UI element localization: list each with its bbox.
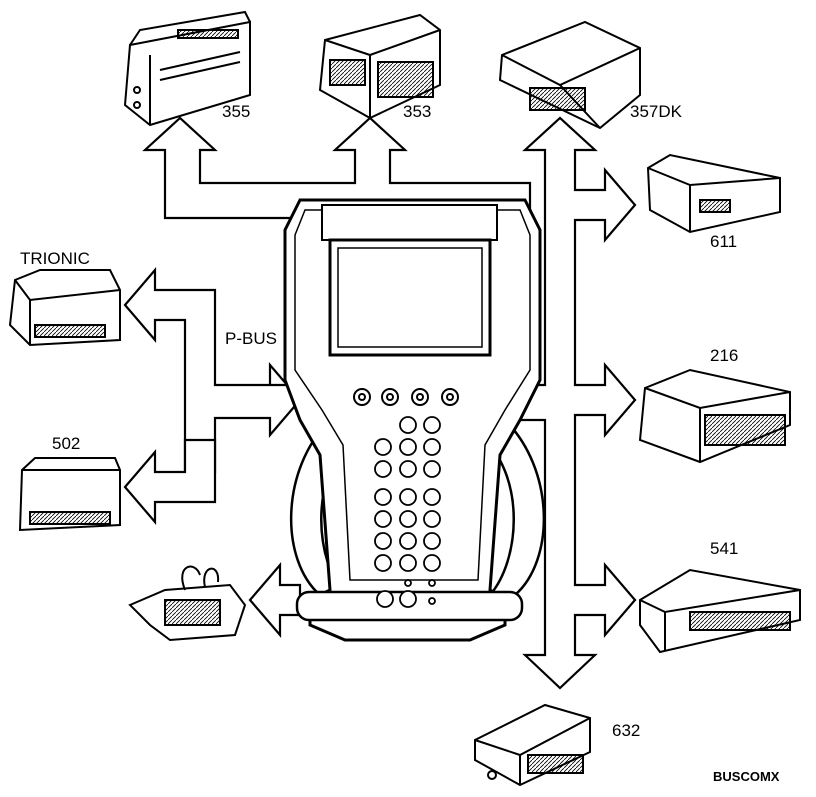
- label-216: 216: [710, 346, 739, 365]
- label-353: 353: [403, 102, 432, 121]
- arrow-to-502: [123, 438, 217, 525]
- arrow-to-355: [142, 116, 532, 220]
- label-355: 355: [222, 102, 251, 121]
- module-trionic-icon: [8, 269, 121, 347]
- figure-code: BUSCOMX: [713, 769, 780, 784]
- label-541: 541: [710, 539, 739, 558]
- module-357dk-icon: [498, 20, 641, 130]
- label-p-bus: P-BUS: [225, 329, 277, 348]
- label-611: 611: [710, 232, 738, 251]
- module-353-icon: [318, 13, 441, 120]
- label-502: 502: [52, 434, 81, 453]
- module-611-icon: [646, 153, 781, 234]
- module-541-icon: [639, 568, 801, 654]
- module-355-icon: [123, 10, 251, 127]
- module-502-icon: [18, 457, 121, 532]
- label-632: 632: [612, 721, 641, 740]
- module-632-icon: [474, 703, 591, 787]
- connector-icon: [128, 565, 247, 642]
- label-357dk: 357DK: [630, 102, 682, 121]
- scan-tool: [283, 198, 546, 642]
- label-trionic: TRIONIC: [20, 249, 90, 268]
- bus-arrows: [123, 116, 637, 690]
- module-216-icon: [638, 368, 791, 464]
- arrow-right-bus: [518, 116, 637, 690]
- arrow-to-connector: [248, 562, 302, 638]
